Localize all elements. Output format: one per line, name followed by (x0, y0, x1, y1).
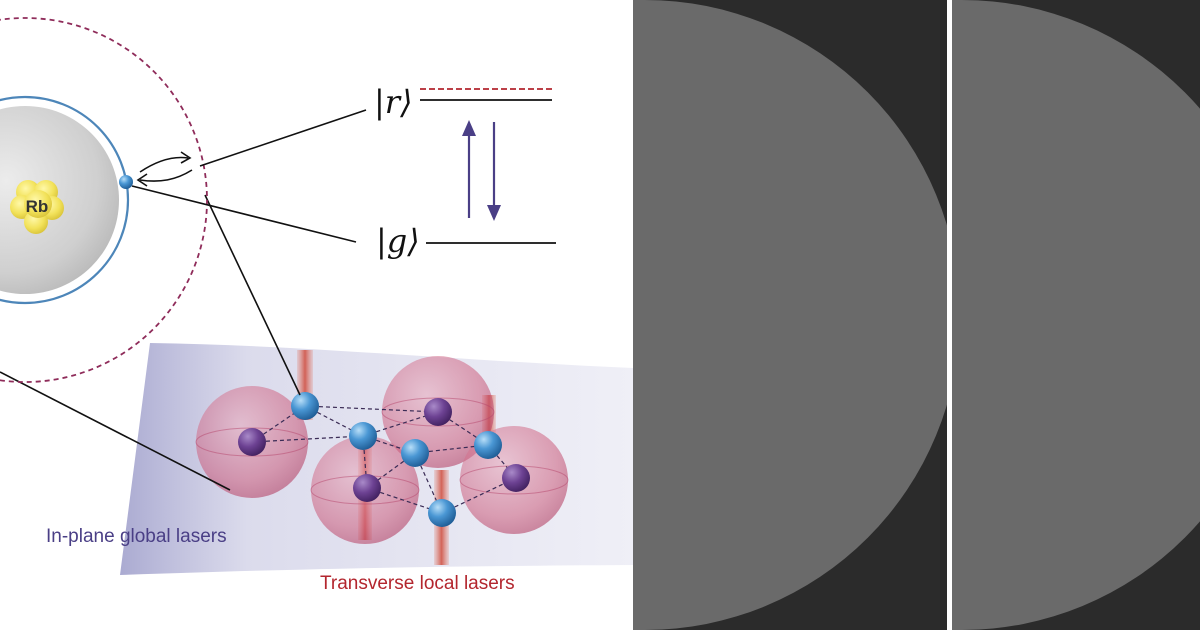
ground-orbit (0, 95, 130, 305)
local-lasers-label: Transverse local lasers (320, 573, 515, 594)
ground-state-atom (401, 439, 429, 467)
global-lasers-label: In-plane global lasers (46, 526, 227, 547)
gray-half-disc-right (952, 0, 1200, 630)
ground-state-atom (291, 392, 319, 420)
panel-divider (947, 0, 952, 630)
rubidium-nucleus-icon (10, 180, 64, 234)
rydberg-state-label: |r⟩ (374, 83, 413, 121)
rubidium-atom-model: Rb (0, 17, 208, 383)
energy-level-diagram: |r⟩ |g⟩ (374, 83, 556, 260)
rydberg-atom (424, 398, 452, 426)
electron-icon (119, 175, 133, 189)
down-arrow-icon (487, 122, 501, 221)
rydberg-atom (238, 428, 266, 456)
nucleus-label: Rb (26, 197, 49, 216)
zoom-lines (0, 194, 301, 491)
rydberg-orbit (0, 17, 208, 383)
level-connectors (131, 109, 367, 243)
rydberg-atom (353, 474, 381, 502)
ground-state-atom (349, 422, 377, 450)
gray-half-disc-left (633, 0, 960, 630)
right-panels (633, 0, 1200, 630)
ground-state-label: |g⟩ (376, 222, 420, 260)
up-arrow-icon (462, 120, 476, 218)
ground-state-atom (474, 431, 502, 459)
atoms (238, 392, 530, 527)
ground-state-atom (428, 499, 456, 527)
rydberg-atom (502, 464, 530, 492)
decay-arrow-back (139, 169, 193, 182)
excitation-arrow-out (139, 156, 189, 173)
